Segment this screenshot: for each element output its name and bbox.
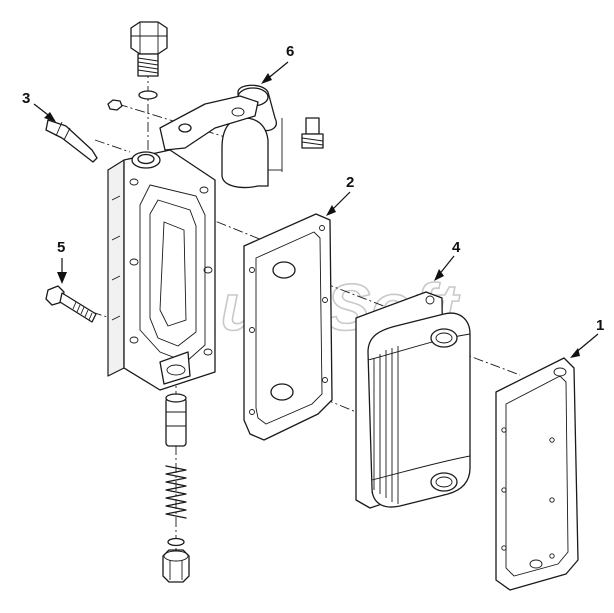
side-bolt bbox=[45, 285, 97, 323]
bypass-valve-spring bbox=[165, 465, 187, 519]
callout-4: 4 bbox=[434, 239, 461, 281]
callout-5: 5 bbox=[57, 239, 67, 284]
top-washer bbox=[138, 90, 158, 100]
small-nut bbox=[107, 99, 123, 111]
bypass-valve-piston bbox=[165, 393, 187, 447]
callout-3: 3 bbox=[22, 90, 56, 122]
callout-label-2: 2 bbox=[346, 174, 354, 191]
small-plug bbox=[301, 117, 324, 149]
pin bbox=[45, 119, 98, 163]
callout-label-3: 3 bbox=[22, 90, 30, 107]
callout-label-4: 4 bbox=[452, 239, 461, 256]
cooler-housing bbox=[107, 149, 216, 391]
callout-label-5: 5 bbox=[57, 239, 65, 256]
callout-label-6: 6 bbox=[286, 43, 294, 60]
plug-seal-ring bbox=[167, 537, 185, 547]
callout-2: 2 bbox=[326, 174, 354, 216]
callout-label-1: 1 bbox=[596, 317, 604, 334]
housing-arm bbox=[159, 95, 259, 151]
callout-6: 6 bbox=[261, 43, 294, 84]
callout-1: 1 bbox=[570, 317, 604, 358]
cooler-core bbox=[355, 291, 471, 509]
gasket-1 bbox=[495, 357, 579, 591]
cooler-core-plates bbox=[367, 312, 471, 508]
valve-plug bbox=[162, 549, 190, 583]
top-bolt bbox=[130, 21, 168, 77]
gasket-2 bbox=[243, 213, 333, 441]
